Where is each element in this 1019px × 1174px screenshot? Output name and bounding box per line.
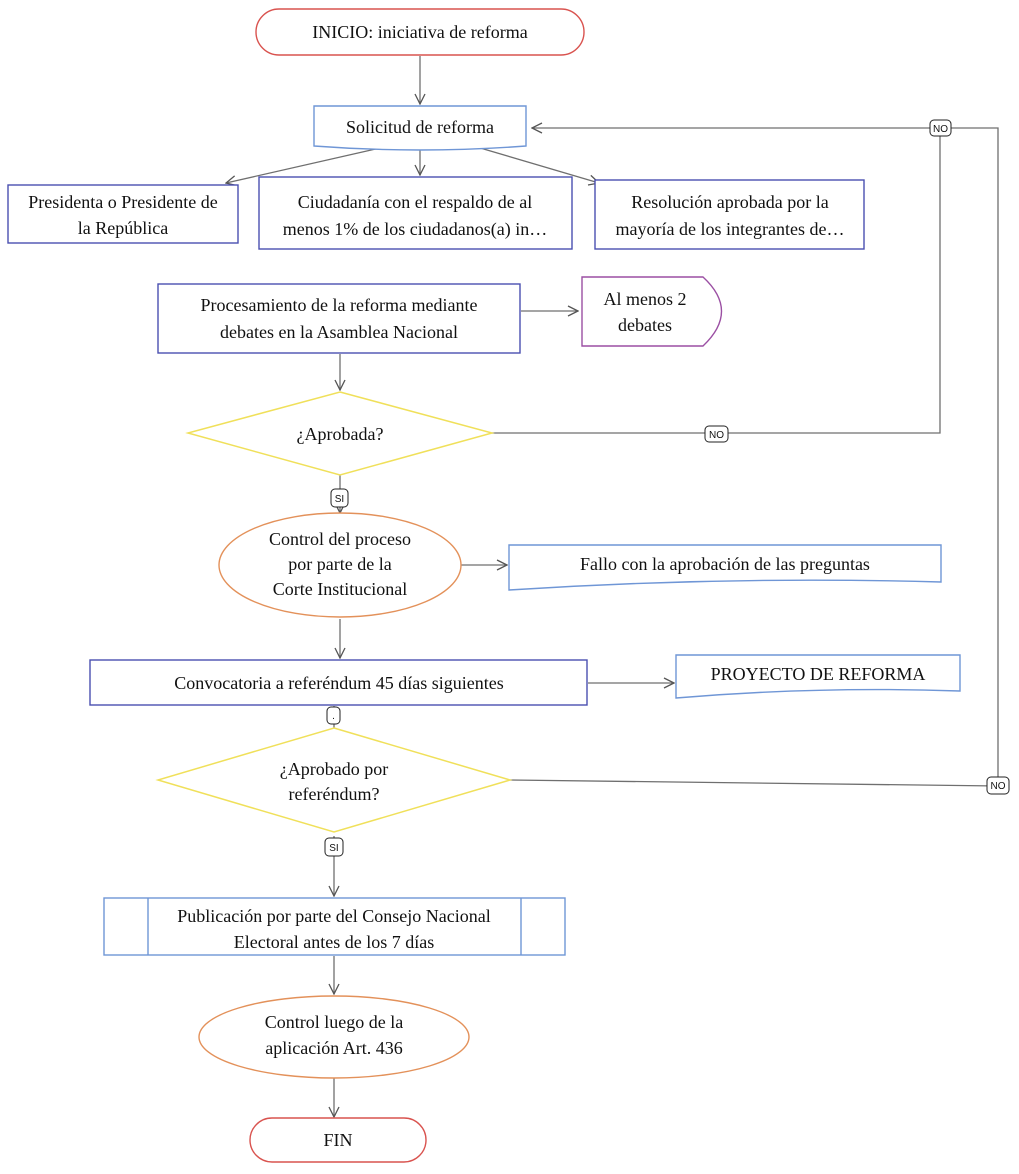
- procesamiento-line-2: debates en la Asamblea Nacional: [220, 322, 458, 342]
- ciudadania-line-1: Ciudadanía con el respaldo de al: [298, 192, 532, 212]
- proyecto-label: PROYECTO DE REFORMA: [711, 664, 926, 684]
- al-menos-line-2: debates: [618, 315, 672, 335]
- presidente-line-1: Presidenta o Presidente de: [28, 192, 217, 212]
- node-control-corte: Control del proceso por parte de la Cort…: [218, 512, 462, 618]
- arrow-solicitud-presidente: [226, 147, 381, 183]
- node-publicacion: Publicación por parte del Consejo Nacion…: [103, 897, 566, 956]
- node-solicitud: Solicitud de reforma: [313, 105, 527, 151]
- node-ciudadania: Ciudadanía con el respaldo de al menos 1…: [258, 176, 573, 250]
- badge-no-bottom: NO: [986, 776, 1010, 795]
- publicacion-line-1: Publicación por parte del Consejo Nacion…: [177, 906, 490, 926]
- aprobada-label: ¿Aprobada?: [297, 424, 384, 444]
- procesamiento-line-1: Procesamiento de la reforma mediante: [201, 295, 478, 315]
- node-presidente: Presidenta o Presidente de la República: [7, 184, 239, 244]
- badge-si-2-text: SI: [329, 843, 338, 854]
- control-luego-line-1: Control luego de la: [265, 1012, 403, 1032]
- solicitud-label: Solicitud de reforma: [346, 117, 494, 137]
- node-procesamiento: Procesamiento de la reforma mediante deb…: [157, 283, 521, 354]
- resolucion-line-2: mayoría de los integrantes de…: [616, 219, 845, 239]
- node-proyecto: PROYECTO DE REFORMA: [675, 654, 961, 699]
- node-control-luego: Control luego de la aplicación Art. 436: [198, 995, 470, 1079]
- badge-no-mid-text: NO: [709, 430, 724, 441]
- node-fallo: Fallo con la aprobación de las preguntas: [508, 544, 942, 591]
- control-luego-line-2: aplicación Art. 436: [265, 1038, 402, 1058]
- control-corte-line-2: por parte de la: [288, 554, 391, 574]
- inicio-label: INICIO: iniciativa de reforma: [312, 22, 527, 42]
- node-referendum-decision: ¿Aprobado por referéndum?: [155, 727, 513, 833]
- badge-no-top: NO: [929, 119, 952, 137]
- ciudadania-line-2: menos 1% de los ciudadanos(a) in…: [283, 219, 547, 240]
- publicacion-line-2: Electoral antes de los 7 días: [234, 932, 434, 952]
- convocatoria-label: Convocatoria a referéndum 45 días siguie…: [174, 673, 503, 693]
- badge-no-top-text: NO: [933, 124, 948, 135]
- al-menos-line-1: Al menos 2: [604, 289, 687, 309]
- badge-si-1: SI: [330, 488, 349, 508]
- badge-si-2: SI: [324, 837, 344, 857]
- control-corte-line-3: Corte Institucional: [273, 579, 407, 599]
- node-al-menos-debates: Al menos 2 debates: [581, 276, 723, 347]
- badge-no-mid: NO: [704, 425, 729, 443]
- badge-dot: .: [326, 706, 341, 725]
- badge-si-1-text: SI: [335, 494, 344, 505]
- arrow-aprobada-no-loop: [492, 128, 941, 434]
- resolucion-line-1: Resolución aprobada por la: [631, 192, 828, 212]
- control-corte-line-1: Control del proceso: [269, 529, 411, 549]
- badge-dot-text: .: [332, 711, 335, 722]
- node-aprobada-decision: ¿Aprobada?: [185, 391, 495, 476]
- fin-label: FIN: [323, 1130, 352, 1150]
- node-inicio: INICIO: iniciativa de reforma: [255, 8, 585, 56]
- badge-no-bottom-text: NO: [991, 781, 1006, 792]
- arrow-referendum-no-loop: [509, 127, 999, 787]
- referendum-line-2: referéndum?: [289, 784, 380, 804]
- node-fin: FIN: [249, 1117, 427, 1163]
- fallo-label: Fallo con la aprobación de las preguntas: [580, 554, 870, 574]
- referendum-line-1: ¿Aprobado por: [280, 759, 388, 779]
- arrow-solicitud-resolucion: [469, 144, 599, 183]
- presidente-line-2: la República: [78, 218, 168, 238]
- node-resolucion: Resolución aprobada por la mayoría de lo…: [594, 179, 865, 250]
- node-convocatoria: Convocatoria a referéndum 45 días siguie…: [89, 659, 588, 706]
